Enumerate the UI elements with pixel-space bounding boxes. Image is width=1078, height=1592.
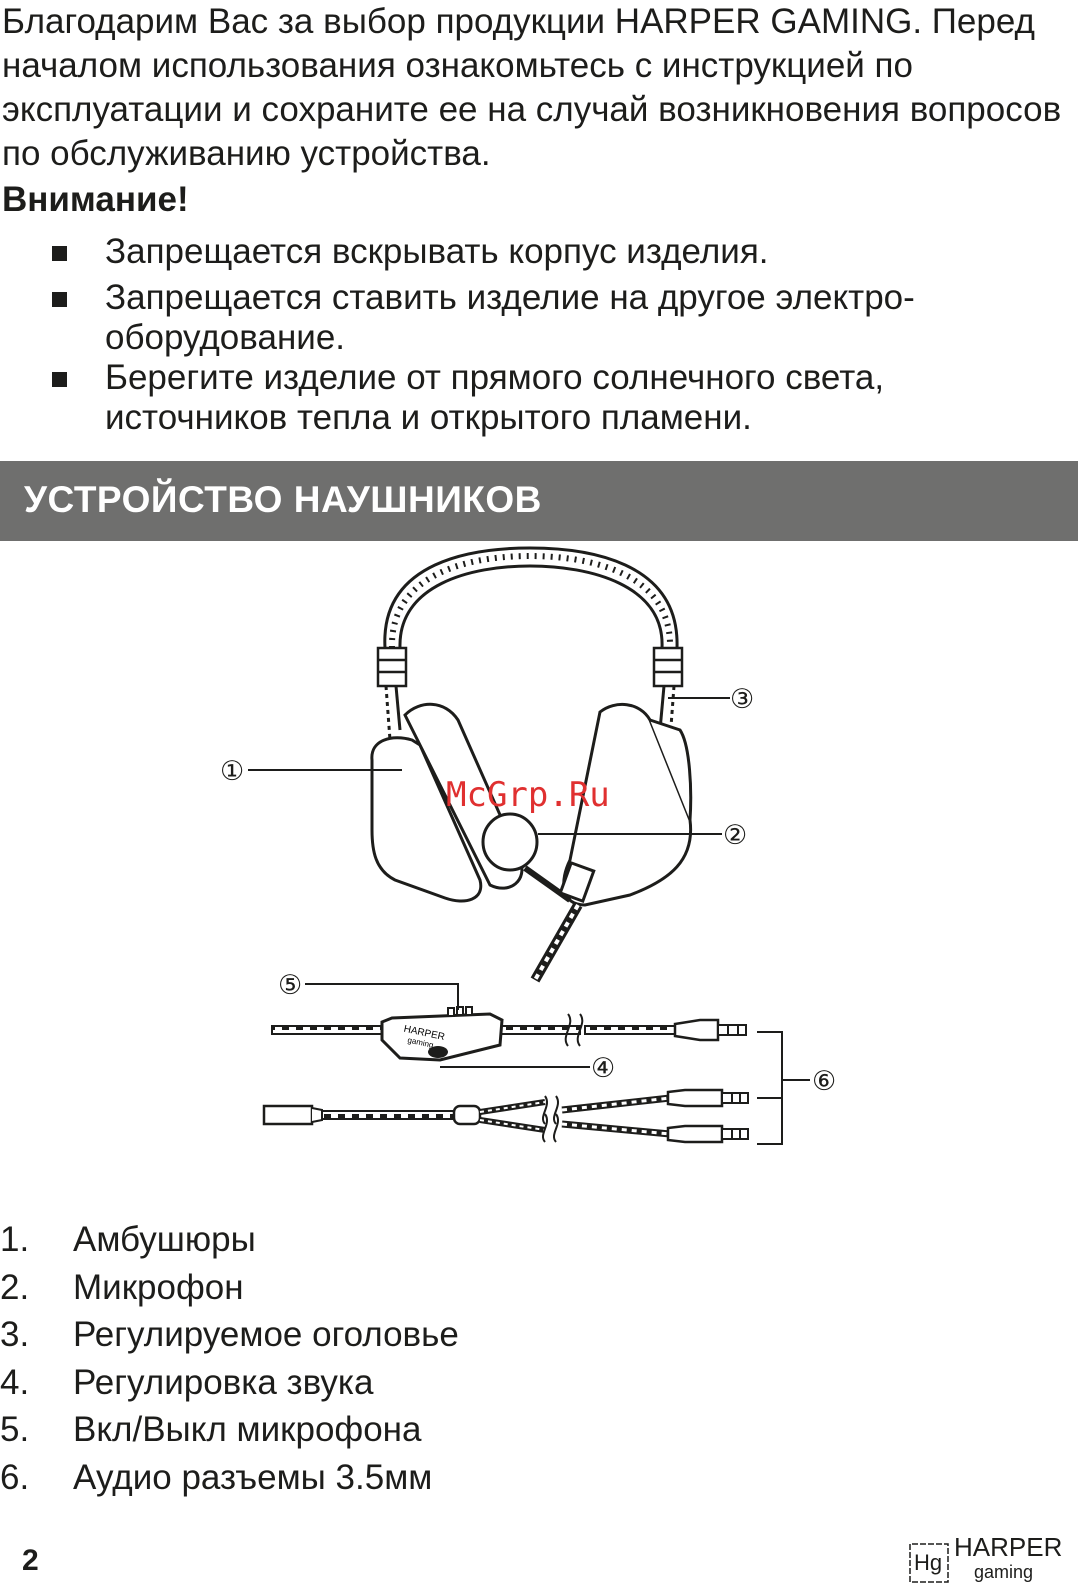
legend-item: 5.Вкл/Выкл микрофона — [0, 1410, 422, 1449]
page-number: 2 — [22, 1544, 39, 1577]
volume-wheel — [428, 1046, 448, 1058]
legend-item: 6.Аудио разъемы 3.5мм — [0, 1457, 433, 1497]
headband — [383, 546, 679, 649]
bullet-square-icon — [52, 246, 67, 261]
section-header: УСТРОЙСТВО НАУШНИКОВ — [0, 461, 1078, 541]
legend-item: 2.Микрофон — [0, 1267, 244, 1307]
callout-6: ⑥ — [812, 1066, 836, 1097]
section-title: УСТРОЙСТВО НАУШНИКОВ — [24, 479, 542, 520]
callout-3: ③ — [730, 684, 754, 715]
microphone — [481, 812, 596, 904]
warning-item: Запрещается вскрывать корпус изделия. — [0, 232, 1065, 272]
logo-brand: HARPER — [954, 1532, 1062, 1562]
harper-gaming-logo: Hg HARPER gaming — [909, 1532, 1062, 1583]
logo-mark: Hg — [914, 1550, 942, 1575]
callout-4: ④ — [591, 1053, 615, 1084]
callout-2: ② — [723, 820, 747, 851]
inline-controller-cable: HARPER gaming — [271, 1006, 747, 1062]
legend-item: 3.Регулируемое оголовье — [0, 1315, 459, 1354]
headset-diagram: HARPER gaming — [220, 546, 836, 1145]
mic-switch — [447, 1006, 473, 1017]
callout-5: ⑤ — [278, 970, 302, 1001]
legend-item: 4.Регулировка звука — [0, 1362, 374, 1402]
warning-item: Запрещается ставить изделие на другое эл… — [0, 278, 1065, 358]
intro-paragraph: Благодарим Вас за выбор продукции HARPER… — [2, 2, 1062, 173]
splitter-cable — [262, 1088, 749, 1144]
warning-title: Внимание! — [2, 180, 189, 219]
logo-sub: gaming — [974, 1562, 1033, 1582]
jack-bracket — [757, 1031, 810, 1145]
headband-slider — [376, 646, 684, 688]
bullet-square-icon — [52, 372, 67, 387]
watermark: McGrp.Ru — [446, 775, 610, 815]
bullet-square-icon — [52, 292, 67, 307]
parts-legend: 1.Амбушюры 2.Микрофон 3.Регулируемое ого… — [0, 1216, 459, 1501]
warning-item: Берегите изделие от прямого солнечного с… — [0, 358, 1065, 438]
legend-item: 1.Амбушюры — [0, 1220, 256, 1259]
callout-1: ① — [220, 756, 244, 787]
warning-list: Запрещается вскрывать корпус изделия. За… — [0, 232, 1078, 438]
